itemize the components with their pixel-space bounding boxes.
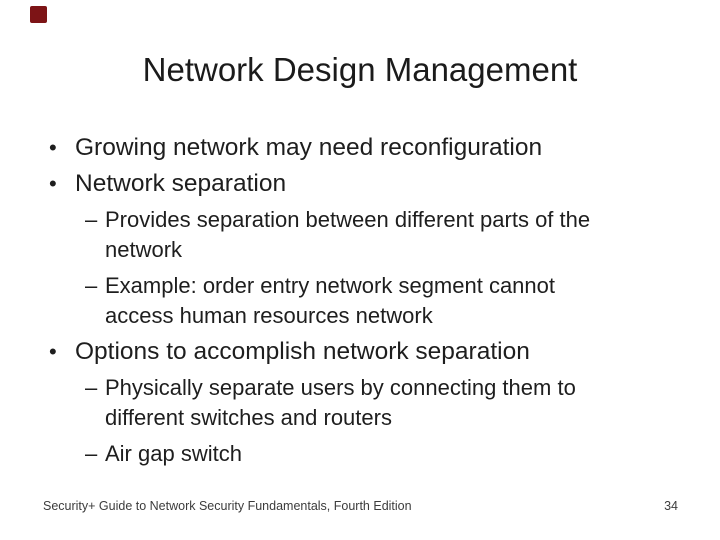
bullet-dot-marker: • [49, 339, 57, 364]
bullet-item: • Network separation [43, 169, 692, 199]
footer-citation: Security+ Guide to Network Security Fund… [43, 499, 412, 513]
bullet-dot-marker: • [49, 171, 57, 196]
slide-footer: Security+ Guide to Network Security Fund… [43, 499, 678, 514]
dash-marker: – [85, 441, 98, 466]
dash-marker: – [85, 375, 98, 400]
bullet-text: Provides separation between different pa… [105, 207, 591, 262]
sub-bullet-item: –Air gap switch [43, 439, 692, 469]
bullet-dot-marker: • [49, 135, 57, 160]
sub-bullet-item: –Physically separate users by connecting… [43, 373, 692, 433]
bullet-item: • Options to accomplish network separatio… [43, 337, 692, 367]
bullet-text: Air gap switch [105, 441, 242, 466]
bullet-list: • Growing network may need reconfiguratio… [43, 133, 692, 475]
dash-marker: – [85, 273, 98, 298]
slide-accent-square [30, 6, 47, 23]
bullet-text: Growing network may need reconfiguration [75, 134, 543, 161]
bullet-text: Physically separate users by connecting … [105, 375, 576, 430]
slide-title: Network Design Management [142, 51, 578, 88]
page-number: 34 [664, 499, 678, 513]
bullet-text: Example: order entry network segment can… [105, 273, 556, 328]
dash-marker: – [85, 207, 98, 232]
bullet-text: Network separation [75, 170, 287, 197]
bullet-item: • Growing network may need reconfiguratio… [43, 133, 692, 163]
sub-bullet-item: –Example: order entry network segment ca… [43, 271, 692, 331]
bullet-text: Options to accomplish network separation [75, 338, 530, 365]
sub-bullet-item: –Provides separation between different p… [43, 205, 692, 265]
